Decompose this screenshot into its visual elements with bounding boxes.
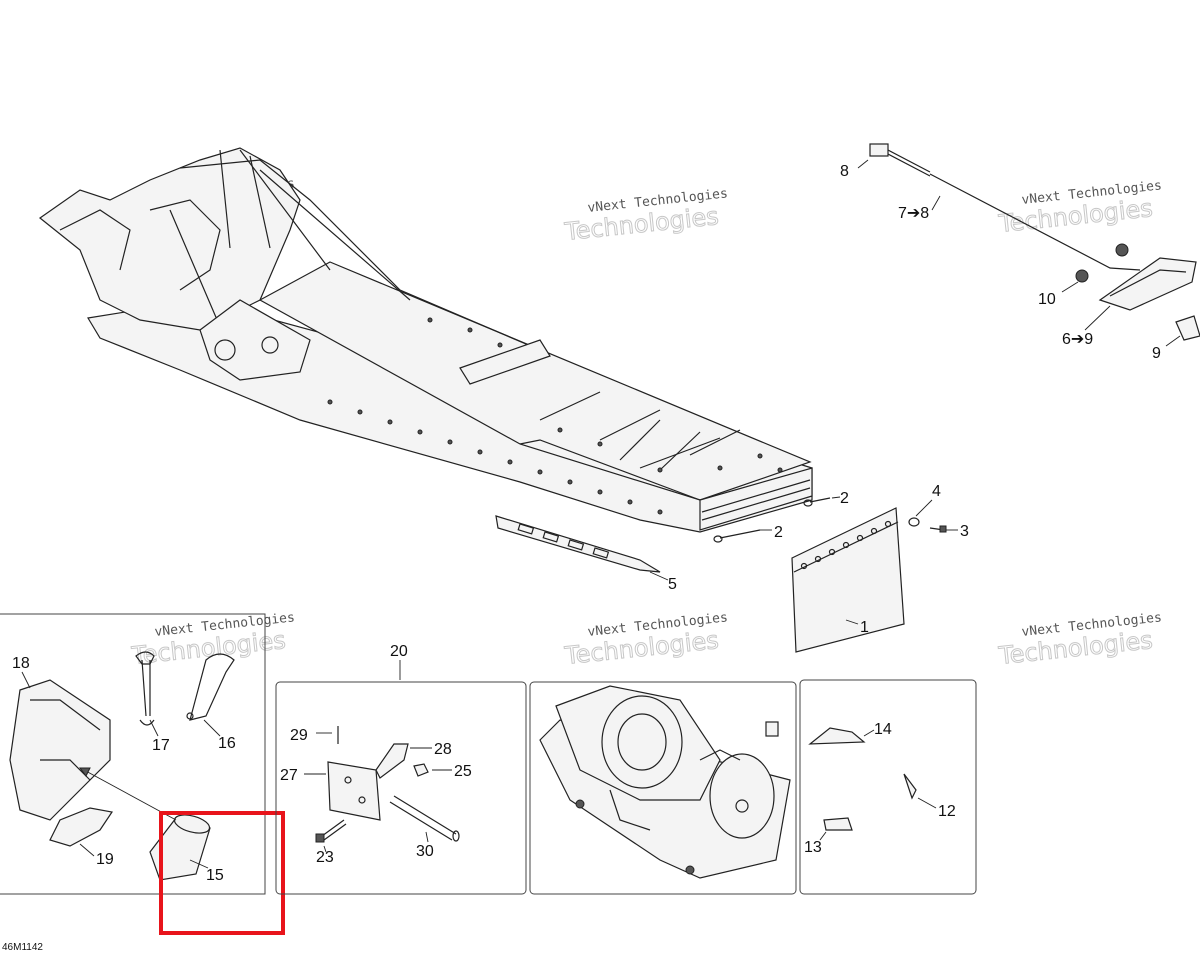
svg-text:30: 30 xyxy=(416,843,434,860)
part-3-screw: 3 xyxy=(929,523,969,540)
part-2-lower: 2 xyxy=(713,524,783,543)
svg-text:2: 2 xyxy=(840,490,849,507)
decals-box: 14 12 13 xyxy=(799,679,977,895)
svg-text:8: 8 xyxy=(840,163,849,180)
bracket-kit-box: 20 29 27 28 25 30 23 xyxy=(275,643,527,895)
svg-text:9: 9 xyxy=(1152,345,1161,362)
svg-text:3: 3 xyxy=(960,523,969,540)
svg-text:12: 12 xyxy=(938,803,956,820)
svg-text:23: 23 xyxy=(316,849,334,866)
watermark-bottom-right: vNext Technologies Technologies xyxy=(996,610,1162,670)
part-4-washer: 4 xyxy=(908,483,941,527)
svg-text:2: 2 xyxy=(774,524,783,541)
svg-text:6➔9: 6➔9 xyxy=(1062,331,1093,348)
watermark-bottom-left: vNext Technologies Technologies xyxy=(129,610,295,670)
tool-kit-box: 18 19 17 16 15 xyxy=(0,613,266,895)
svg-text:17: 17 xyxy=(152,737,170,754)
watermark-bottom-center: vNext Technologies Technologies xyxy=(562,610,728,670)
part-5-strip: 5 xyxy=(495,515,677,593)
svg-text:7➔8: 7➔8 xyxy=(898,205,929,222)
svg-text:27: 27 xyxy=(280,767,298,784)
winch-box xyxy=(529,681,797,895)
svg-text:10: 10 xyxy=(1038,291,1056,308)
svg-text:28: 28 xyxy=(434,741,452,758)
svg-text:16: 16 xyxy=(218,735,236,752)
svg-text:25: 25 xyxy=(454,763,472,780)
svg-text:1: 1 xyxy=(860,619,869,636)
watermark-top-center: vNext Technologies Technologies xyxy=(562,186,728,246)
svg-text:5: 5 xyxy=(668,576,677,593)
highlight-box xyxy=(159,811,285,935)
svg-text:19: 19 xyxy=(96,851,114,868)
svg-text:18: 18 xyxy=(12,655,30,672)
frame-assembly xyxy=(38,147,813,533)
svg-text:14: 14 xyxy=(874,721,892,738)
part-1-flap: 1 xyxy=(791,507,905,653)
svg-text:4: 4 xyxy=(932,483,941,500)
svg-text:29: 29 xyxy=(290,727,308,744)
svg-text:20: 20 xyxy=(390,643,408,660)
svg-text:15: 15 xyxy=(206,867,224,884)
diagram-code: 46M1142 xyxy=(2,942,43,953)
taillight-assembly: 8 7➔8 6➔9 10 9 xyxy=(840,143,1200,362)
svg-text:13: 13 xyxy=(804,839,822,856)
part-2-upper: 2 xyxy=(803,490,849,507)
watermark-top-right: vNext Technologies Technologies xyxy=(996,178,1162,238)
